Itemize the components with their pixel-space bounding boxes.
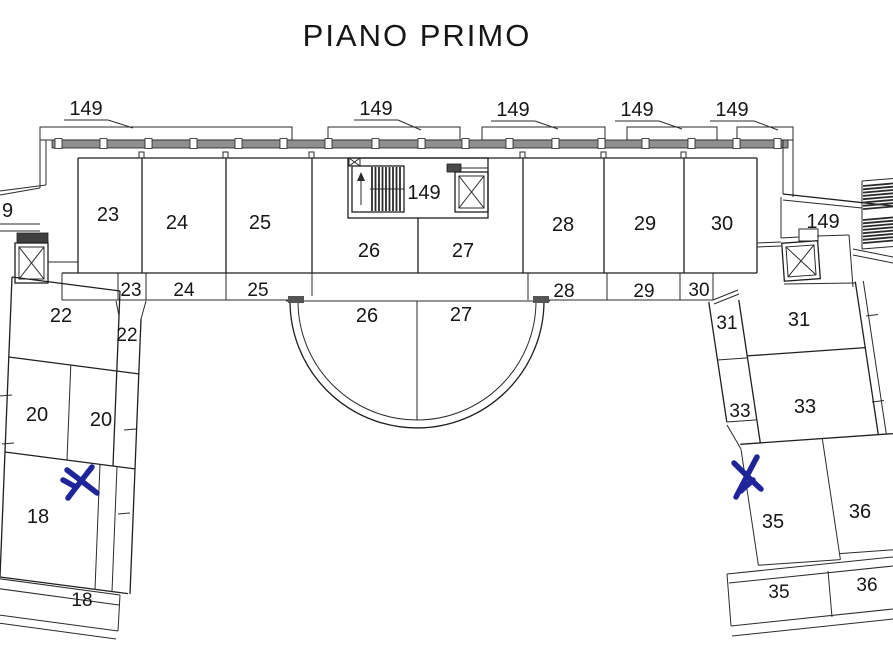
elevator-icon: [446, 163, 489, 213]
elevator-icon: [781, 240, 821, 282]
label-strip-24: 24: [173, 280, 195, 301]
label-strip-30: 30: [688, 280, 709, 301]
right-wing: 31 31 33 33 35 36 35 36: [708, 280, 893, 637]
left-edge-core: 9: [2, 200, 78, 284]
main-room-row: 23 24 25 26 27 28 29 30: [62, 151, 758, 274]
label-right-35: 35: [762, 511, 784, 533]
page-title: PIANO PRIMO: [303, 18, 532, 53]
semicircular-bay: 26 27: [286, 296, 550, 429]
elevator-icon: [14, 242, 49, 284]
label-right-36: 36: [849, 501, 871, 523]
label-room-25: 25: [249, 212, 271, 234]
label-room-28: 28: [552, 214, 574, 236]
blue-x-mark: [731, 454, 764, 500]
label-left-22-small: 22: [116, 325, 137, 346]
label-strip-28: 28: [553, 281, 574, 302]
label-room-27: 27: [452, 240, 474, 262]
terrace-149-labels: 149 149 149 149 149: [64, 98, 779, 131]
rear-strip: 23 24 25 28 29 30: [61, 273, 714, 302]
right-wing-core: 149: [756, 178, 893, 288]
central-core: 149: [347, 157, 489, 219]
label-strip-25: 25: [247, 280, 268, 301]
label-strip-23: 23: [120, 280, 141, 301]
facade-window-posts: [54, 138, 782, 149]
label-left-18-balcony: 18: [71, 590, 92, 611]
terrace-label-3: 149: [496, 99, 529, 121]
stairs-icon: [861, 178, 893, 250]
terrace-returns: [0, 127, 794, 232]
stairs-icon: [351, 165, 405, 213]
label-bay-26: 26: [356, 305, 378, 327]
label-strip-29: 29: [633, 281, 654, 302]
right-wing-balcony: [726, 556, 893, 637]
label-left-20-b: 20: [90, 409, 112, 431]
label-room-30: 30: [711, 213, 733, 235]
blue-x-mark: [60, 464, 100, 501]
label-left-20-a: 20: [26, 404, 48, 426]
label-right-33-small: 33: [729, 401, 750, 422]
label-room-26: 26: [358, 240, 380, 262]
label-room-24: 24: [166, 212, 188, 234]
label-right-31: 31: [788, 309, 810, 331]
label-left-partial-149: 9: [2, 200, 13, 222]
label-right-35-balcony: 35: [768, 582, 789, 603]
label-bay-27: 27: [450, 304, 472, 326]
left-wing: 22 22 20 20 18 18: [0, 276, 147, 640]
terrace-label-4: 149: [620, 99, 653, 121]
label-left-18: 18: [27, 506, 49, 528]
label-right-wing-149: 149: [806, 211, 839, 233]
label-right-31-small: 31: [716, 313, 737, 334]
label-right-36-balcony: 36: [856, 575, 877, 596]
terrace-label-2: 149: [359, 98, 392, 120]
left-wing-balcony: [0, 578, 121, 640]
label-core-149: 149: [407, 182, 440, 204]
door-jambs: [138, 151, 687, 159]
label-left-22: 22: [50, 305, 72, 327]
label-right-33: 33: [794, 396, 816, 418]
terrace-label-1: 149: [69, 98, 102, 120]
label-room-29: 29: [634, 213, 656, 235]
terrace-label-5: 149: [715, 99, 748, 121]
terrace-band: 149 149 149 149 149: [0, 98, 794, 232]
label-room-23: 23: [97, 204, 119, 226]
